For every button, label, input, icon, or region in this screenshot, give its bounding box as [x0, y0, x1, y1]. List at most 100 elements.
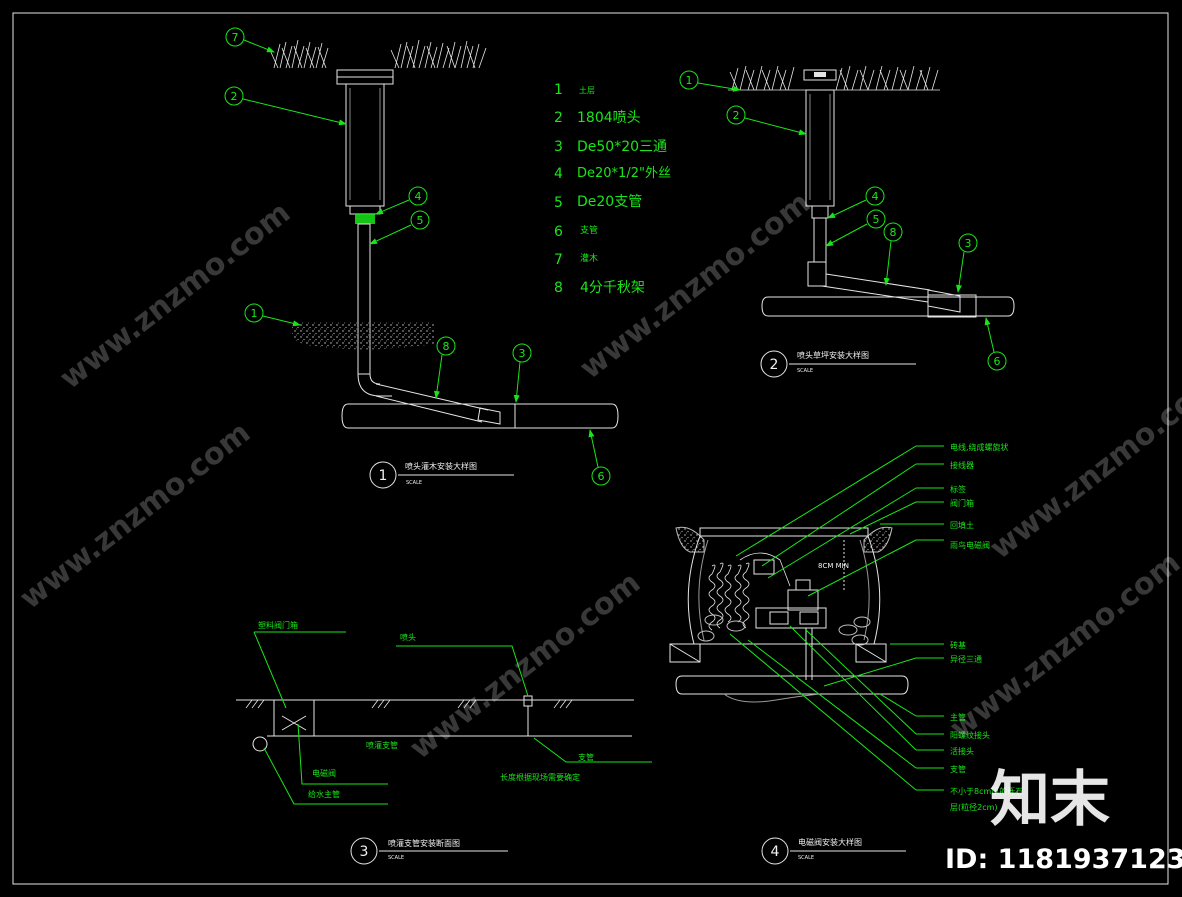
d3-title-num: 3: [360, 844, 369, 860]
d1-title-circle: [369, 461, 397, 489]
brick-base-right: [855, 643, 887, 663]
legend-num-2: 2: [554, 110, 563, 126]
legend-text-5: De20支管: [577, 194, 642, 210]
d4-label-main-pipe: 主管: [950, 712, 966, 722]
shrub-grass: [269, 39, 487, 69]
solenoid-valve: [755, 579, 827, 680]
d3-title-circle: [350, 837, 378, 865]
d3-label-main-pipe: 给水主管: [308, 789, 340, 799]
legend-num-8: 8: [554, 280, 563, 296]
brand-id: ID: 1181937123: [945, 844, 1182, 875]
d1-callout-4: 4: [415, 190, 422, 203]
legend-text-4: De20*1/2"外丝: [577, 166, 671, 181]
d3-label-valve-box: 塑料阀门箱: [258, 620, 298, 630]
legend-num-7: 7: [554, 252, 563, 268]
d4-label-backfill: 回填土: [950, 520, 974, 530]
valve-box: [273, 699, 315, 737]
d3-label-length-note: 长度根据现场需要确定: [500, 772, 580, 782]
d4-label-connector: 接线器: [950, 460, 974, 470]
watermark-url-6: www.znzmo.com: [983, 365, 1182, 566]
d3-title: 喷灌支管安装断面图: [388, 838, 460, 848]
valve-box-lid: [699, 527, 869, 537]
d4-label-wires: 电线,绕成螺旋状: [950, 442, 1009, 452]
watermark-url-2: www.znzmo.com: [13, 415, 257, 616]
detail-3-branch-section: 塑料阀门箱 喷头 喷灌支管 支管 长度根据现场需要确定 电磁阀 给水主管 3 喷…: [236, 620, 652, 865]
d1-title-num: 1: [379, 468, 388, 484]
d2-title-num: 2: [770, 357, 779, 373]
d4-label-male-adapter: 阳螺纹接头: [950, 730, 990, 740]
d4-label-rainbird-valve: 雨鸟电磁阀: [950, 540, 990, 550]
d1-callout-5: 5: [417, 214, 424, 227]
legend-num-5: 5: [554, 195, 563, 211]
d2-callout-3: 3: [965, 237, 972, 250]
d3-scale: SCALE: [388, 855, 404, 861]
d4-label-branch: 支管: [950, 764, 966, 774]
detail-2-sprinkler-lawn: 1 2 4 5 8 3 6 2 喷头草坪安装大样图 SCALE: [679, 65, 1015, 378]
d2-callout-6: 6: [994, 355, 1001, 368]
brand-logo: 知末: [990, 765, 1110, 835]
component-legend: 1 土层 2 1804喷头 3 De50*20三通 4 De20*1/2"外丝 …: [554, 82, 671, 296]
d2-callout-8: 8: [890, 226, 897, 239]
d4-label-reducing-tee: 异径三通: [950, 654, 982, 664]
d4-main-pipe: [675, 675, 909, 695]
gravel-layer: [697, 614, 871, 646]
brick-base-left: [669, 643, 701, 663]
adapter-fitting: [355, 214, 375, 224]
legend-num-6: 6: [554, 224, 563, 240]
d1-callout-3: 3: [519, 347, 526, 360]
d4-dim-label: 8CM MIN: [818, 562, 849, 570]
d1-callout-2: 2: [231, 90, 238, 103]
sprinkler-body: [345, 83, 385, 207]
d1-callout-8: 8: [443, 340, 450, 353]
d3-sprinkler: [523, 695, 533, 707]
d2-title-circle: [760, 350, 788, 378]
d1-callout-1: 1: [251, 307, 258, 320]
d1-callout-6: 6: [598, 470, 605, 483]
d4-label-union: 活接头: [950, 746, 974, 756]
d2-callout-1: 1: [686, 74, 693, 87]
valve-box-body: [687, 535, 881, 645]
drawing-frame: [12, 12, 1169, 885]
legend-text-7: 灌木: [580, 252, 598, 264]
legend-text-1: 土层: [579, 85, 595, 95]
watermark-url-5: www.znzmo.com: [943, 545, 1182, 746]
legend-num-4: 4: [554, 166, 563, 182]
soil-layer: [292, 322, 434, 350]
legend-num-3: 3: [554, 139, 563, 155]
legend-num-1: 1: [554, 82, 563, 98]
d4-title-num: 4: [771, 844, 780, 860]
d2-title: 喷头草坪安装大样图: [797, 350, 869, 360]
d4-label-valve-box: 阀门箱: [950, 498, 974, 508]
d4-label-gravel: 不小于8cm厚的砾石: [950, 786, 1023, 796]
watermark-url-1: www.znzmo.com: [53, 195, 297, 396]
d1-callout-7: 7: [232, 31, 239, 44]
d3-label-branch: 支管: [578, 752, 594, 762]
d4-title-circle: [761, 837, 789, 865]
d4-label-tag: 标签: [950, 484, 966, 494]
d4-label-gravel-size: 层(粒径2cm): [950, 802, 998, 812]
legend-text-2: 1804喷头: [577, 110, 641, 126]
d2-callout-4: 4: [872, 190, 879, 203]
detail-4-solenoid-valve: 8CM MIN: [669, 442, 1023, 865]
d1-title: 喷头灌木安装大样图: [405, 461, 477, 471]
d3-label-irrigation-branch: 喷灌支管: [366, 740, 398, 750]
main-pipe-section: [252, 736, 268, 752]
coiled-wires: [708, 552, 791, 631]
detail-1-sprinkler-shrub: 7 2 4 5 1 8 3 6 1 喷头灌木安装大样图 SCALE: [224, 27, 619, 489]
riser-pipe: [357, 223, 371, 375]
swing-joint-pipe: [375, 383, 489, 423]
d4-title: 电磁阀安装大样图: [798, 837, 862, 847]
legend-text-8: 4分千秋架: [580, 280, 645, 296]
d2-callout-2: 2: [733, 109, 740, 122]
d1-scale: SCALE: [406, 480, 422, 486]
legend-text-3: De50*20三通: [577, 139, 667, 155]
d2-scale: SCALE: [797, 368, 813, 374]
d3-label-solenoid: 电磁阀: [312, 768, 336, 778]
d2-main-pipe: [761, 296, 1015, 317]
d4-scale: SCALE: [798, 855, 814, 861]
d3-label-sprinkler: 喷头: [400, 632, 416, 642]
d2-callout-5: 5: [873, 213, 880, 226]
main-pipe: [341, 403, 619, 429]
d2-swing-joint: [821, 273, 931, 303]
